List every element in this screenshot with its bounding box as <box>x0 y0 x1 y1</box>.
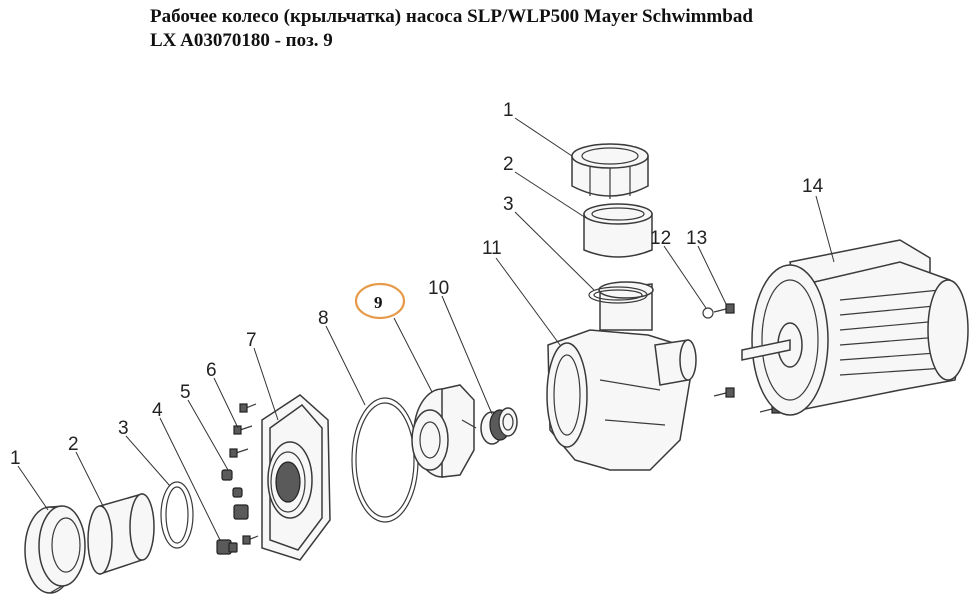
part-3-left-o-ring <box>160 481 194 549</box>
label-7: 7 <box>246 330 257 351</box>
label-9: 9 <box>374 293 383 312</box>
part-12-washer <box>702 307 714 319</box>
label-1-top: 1 <box>503 100 514 121</box>
label-13: 13 <box>686 228 707 249</box>
part-5-plug <box>221 469 249 520</box>
label-8: 8 <box>318 308 329 329</box>
part-2-left-tail-piece <box>87 493 155 576</box>
label-1-left: 1 <box>10 448 21 469</box>
part-2-top-tail-piece <box>583 203 653 258</box>
label-2-top: 2 <box>503 154 514 175</box>
part-7-pump-cover <box>261 394 331 561</box>
title-line-2: LX A03070180 - поз. 9 <box>150 30 333 51</box>
part-3-top-o-ring <box>588 286 648 304</box>
title-line-1: Рабочее колесо (крыльчатка) насоса SLP/W… <box>150 6 753 27</box>
highlight-circle <box>354 282 406 320</box>
part-9-impeller <box>411 384 477 478</box>
part-14-motor <box>741 239 969 416</box>
label-10: 10 <box>428 278 449 299</box>
part-4-drain-plug <box>216 539 238 555</box>
label-12: 12 <box>650 228 671 249</box>
part-1-top-union-nut <box>571 143 649 199</box>
part-10-mechanical-seal <box>480 407 518 445</box>
label-5: 5 <box>180 382 191 403</box>
label-14: 14 <box>802 176 824 197</box>
leader-lines <box>17 117 835 541</box>
label-3-top: 3 <box>503 194 514 215</box>
label-2-left: 2 <box>68 434 79 455</box>
label-11: 11 <box>482 238 502 259</box>
part-6-screws <box>229 403 259 545</box>
part-8-cover-o-ring <box>351 397 419 523</box>
label-3-left: 3 <box>118 418 129 439</box>
label-4: 4 <box>152 400 163 421</box>
page-title: Рабочее колесо (крыльчатка) насоса SLP/W… <box>150 5 970 53</box>
part-11-pump-housing <box>546 281 697 471</box>
part-1-left-union-nut <box>24 505 86 594</box>
label-6: 6 <box>206 360 217 381</box>
